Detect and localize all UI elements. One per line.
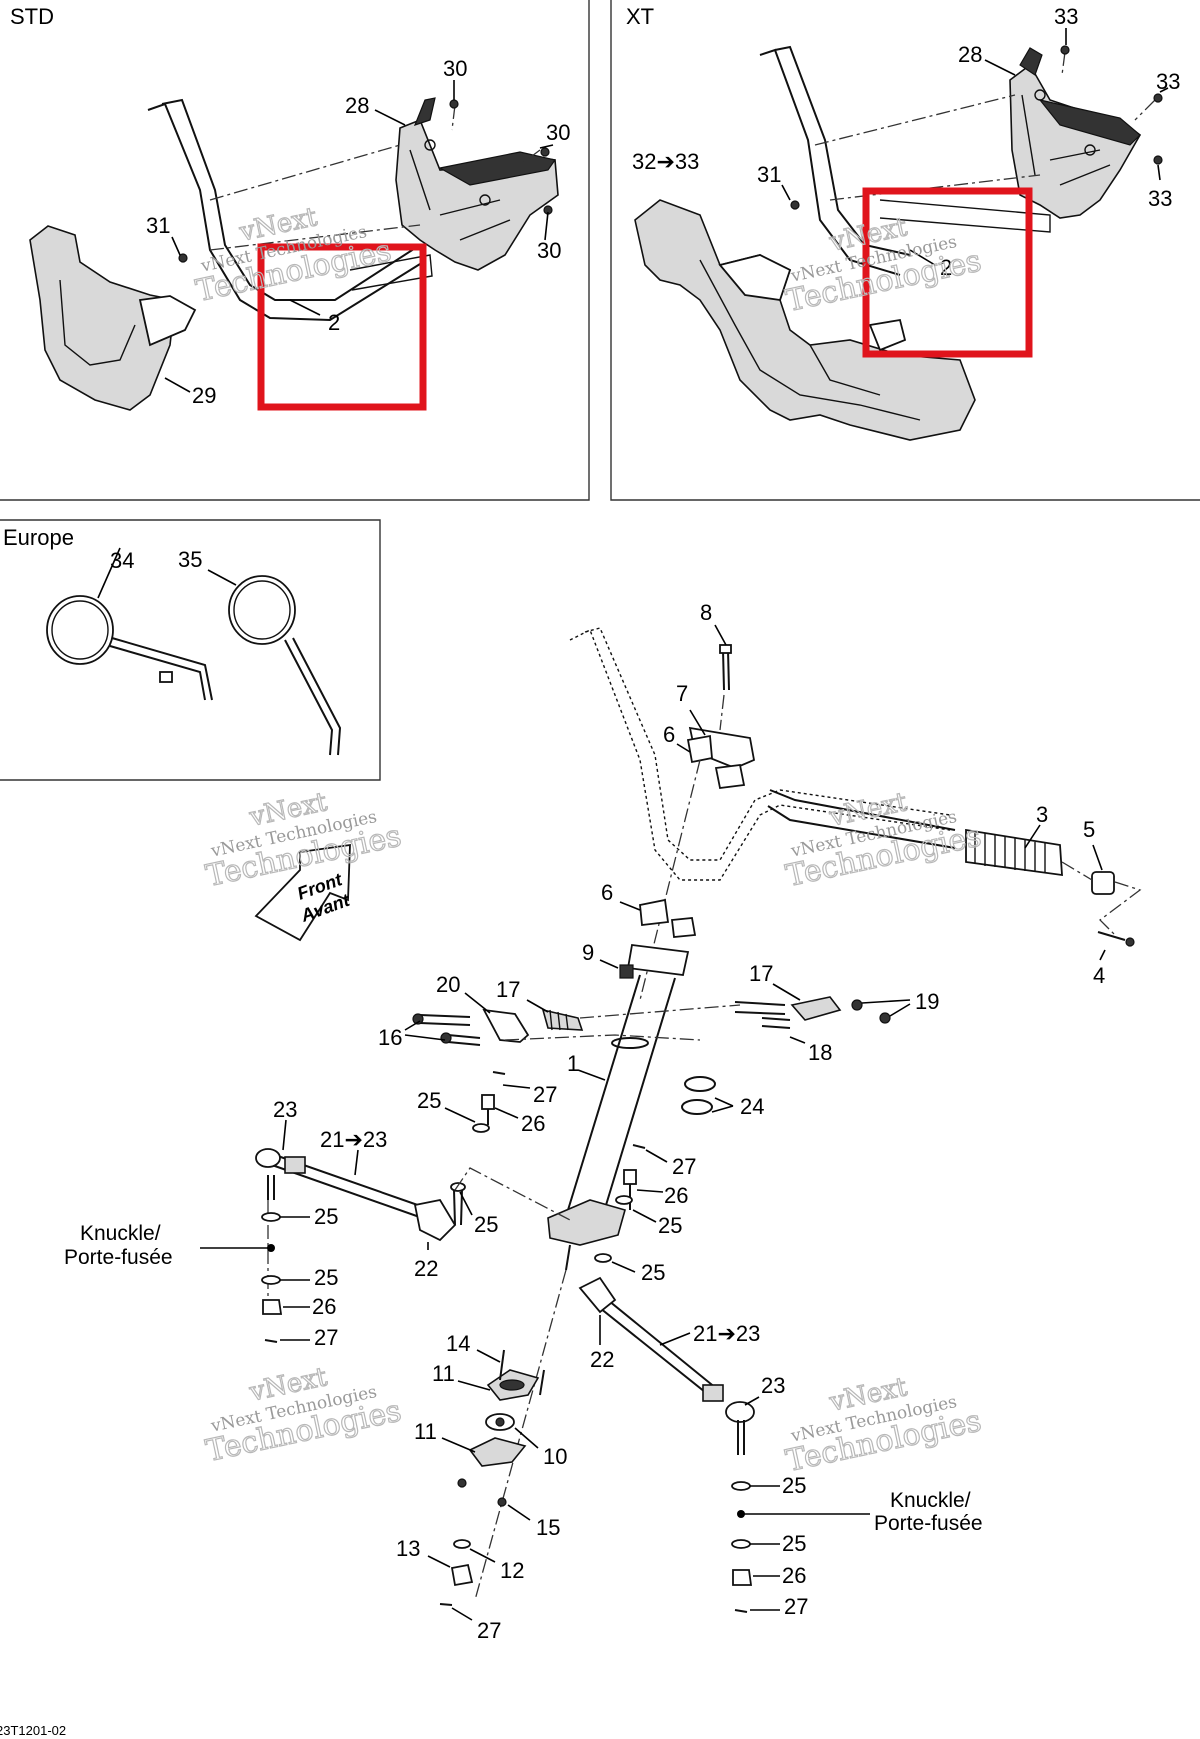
- callout-main-6-top: 6: [663, 722, 675, 747]
- xt-callouts: 33 28 33 32➔33 31 33 2: [632, 4, 1180, 280]
- callout-xt-31: 31: [757, 162, 781, 187]
- callout-xt-32-33: 32➔33: [632, 149, 699, 174]
- callout-main-5: 5: [1083, 817, 1095, 842]
- callout-std-2: 2: [328, 310, 340, 335]
- callout-main-26-a: 26: [521, 1111, 545, 1136]
- callout-xt-33-top: 33: [1054, 4, 1078, 29]
- std-panel: [0, 0, 590, 501]
- callout-main-26-d: 26: [782, 1563, 806, 1588]
- callout-main-27-a: 27: [533, 1082, 557, 1107]
- callout-main-1: 1: [567, 1051, 579, 1076]
- callout-main-23-right: 23: [761, 1373, 785, 1398]
- callout-main-26-c: 26: [312, 1294, 336, 1319]
- europe-mirrors: 34 35: [46, 547, 342, 756]
- callout-main-26-b: 26: [664, 1183, 688, 1208]
- knuckle-label-right-line2: Porte-fusée: [874, 1512, 983, 1535]
- xt-handlebar-guard: [634, 45, 1163, 441]
- callout-main-17-left: 17: [496, 977, 520, 1002]
- callout-main-9: 9: [582, 940, 594, 965]
- xt-panel: [610, 0, 1200, 501]
- callout-eu-35: 35: [178, 547, 202, 572]
- callout-main-12: 12: [500, 1558, 524, 1583]
- callout-main-19: 19: [915, 989, 939, 1014]
- callout-main-25-e: 25: [641, 1260, 665, 1285]
- knuckle-label-left-line2: Porte-fusée: [64, 1246, 173, 1269]
- callout-main-16: 16: [378, 1025, 402, 1050]
- callout-main-21-23-right: 21➔23: [693, 1321, 760, 1346]
- callout-main-11-top: 11: [432, 1361, 455, 1386]
- callout-main-7: 7: [676, 681, 688, 706]
- callout-main-8: 8: [700, 600, 712, 625]
- watermark-low-left: vNext vNext Technologies Technologies: [202, 1361, 405, 1469]
- callout-main-14: 14: [446, 1331, 470, 1356]
- watermark-xt: vNext vNext Technologies Technologies: [782, 211, 985, 319]
- callout-main-27-b: 27: [672, 1154, 696, 1179]
- knuckle-label-right-line1: Knuckle/: [890, 1489, 971, 1512]
- callout-main-23-left: 23: [273, 1097, 297, 1122]
- callout-main-21-23-left: 21➔23: [320, 1127, 387, 1152]
- callout-main-22-right: 22: [590, 1347, 614, 1372]
- std-callouts: 30 28 30 31 30 2 29: [146, 56, 570, 408]
- callout-main-11-bottom: 11: [414, 1419, 437, 1444]
- callout-xt-28: 28: [958, 42, 982, 67]
- callout-main-22-left: 22: [414, 1256, 438, 1281]
- callout-xt-33-right: 33: [1156, 69, 1180, 94]
- callout-main-18: 18: [808, 1040, 832, 1065]
- callout-main-25-g: 25: [782, 1473, 806, 1498]
- callout-xt-33-bottom: 33: [1148, 186, 1172, 211]
- knuckle-label-left-line1: Knuckle/: [80, 1222, 161, 1245]
- drawing-id: 23T1201-02: [0, 1723, 66, 1738]
- std-handlebar-highlight-box: [257, 243, 427, 411]
- std-panel-title: STD: [10, 4, 54, 29]
- watermark-mid-right: vNext vNext Technologies Technologies: [782, 786, 985, 894]
- callout-main-15: 15: [536, 1515, 560, 1540]
- callout-eu-34: 34: [110, 548, 134, 573]
- callout-std-31: 31: [146, 213, 170, 238]
- xt-handlebar-highlight-box: [862, 187, 1033, 358]
- callout-std-30-top: 30: [443, 56, 467, 81]
- callout-main-13: 13: [396, 1536, 420, 1561]
- callout-main-25-b: 25: [658, 1213, 682, 1238]
- callout-std-30-bottom: 30: [537, 238, 561, 263]
- callout-main-25-h: 25: [782, 1531, 806, 1556]
- callout-main-3: 3: [1036, 802, 1048, 827]
- callout-main-27-c: 27: [314, 1325, 338, 1350]
- main-callouts: 8 7 6 3 5 6 4 9 20 17 17 19 16 18 1 27 2…: [273, 600, 1106, 1643]
- xt-panel-title: XT: [626, 4, 654, 29]
- watermark-low-right: vNext vNext Technologies Technologies: [782, 1371, 985, 1479]
- std-handlebar-guard: [29, 97, 559, 411]
- callout-main-25-f: 25: [314, 1265, 338, 1290]
- callout-main-10: 10: [543, 1444, 567, 1469]
- callout-main-6-bottom: 6: [601, 880, 613, 905]
- callout-main-25-c: 25: [314, 1204, 338, 1229]
- callout-main-25-d: 25: [474, 1212, 498, 1237]
- europe-panel: [0, 519, 381, 781]
- callout-main-20: 20: [436, 972, 460, 997]
- callout-std-30-right: 30: [546, 120, 570, 145]
- callout-std-28: 28: [345, 93, 369, 118]
- callout-main-24: 24: [740, 1094, 764, 1119]
- callout-xt-2: 2: [940, 255, 952, 280]
- callout-main-25-a: 25: [417, 1088, 441, 1113]
- callout-std-29: 29: [192, 383, 216, 408]
- main-steering-assembly: [200, 627, 1142, 1613]
- callout-main-17-right: 17: [749, 961, 773, 986]
- europe-panel-title: Europe: [3, 525, 74, 550]
- callout-main-27-d: 27: [784, 1594, 808, 1619]
- callout-main-4: 4: [1093, 963, 1105, 988]
- callout-main-27-e: 27: [477, 1618, 501, 1643]
